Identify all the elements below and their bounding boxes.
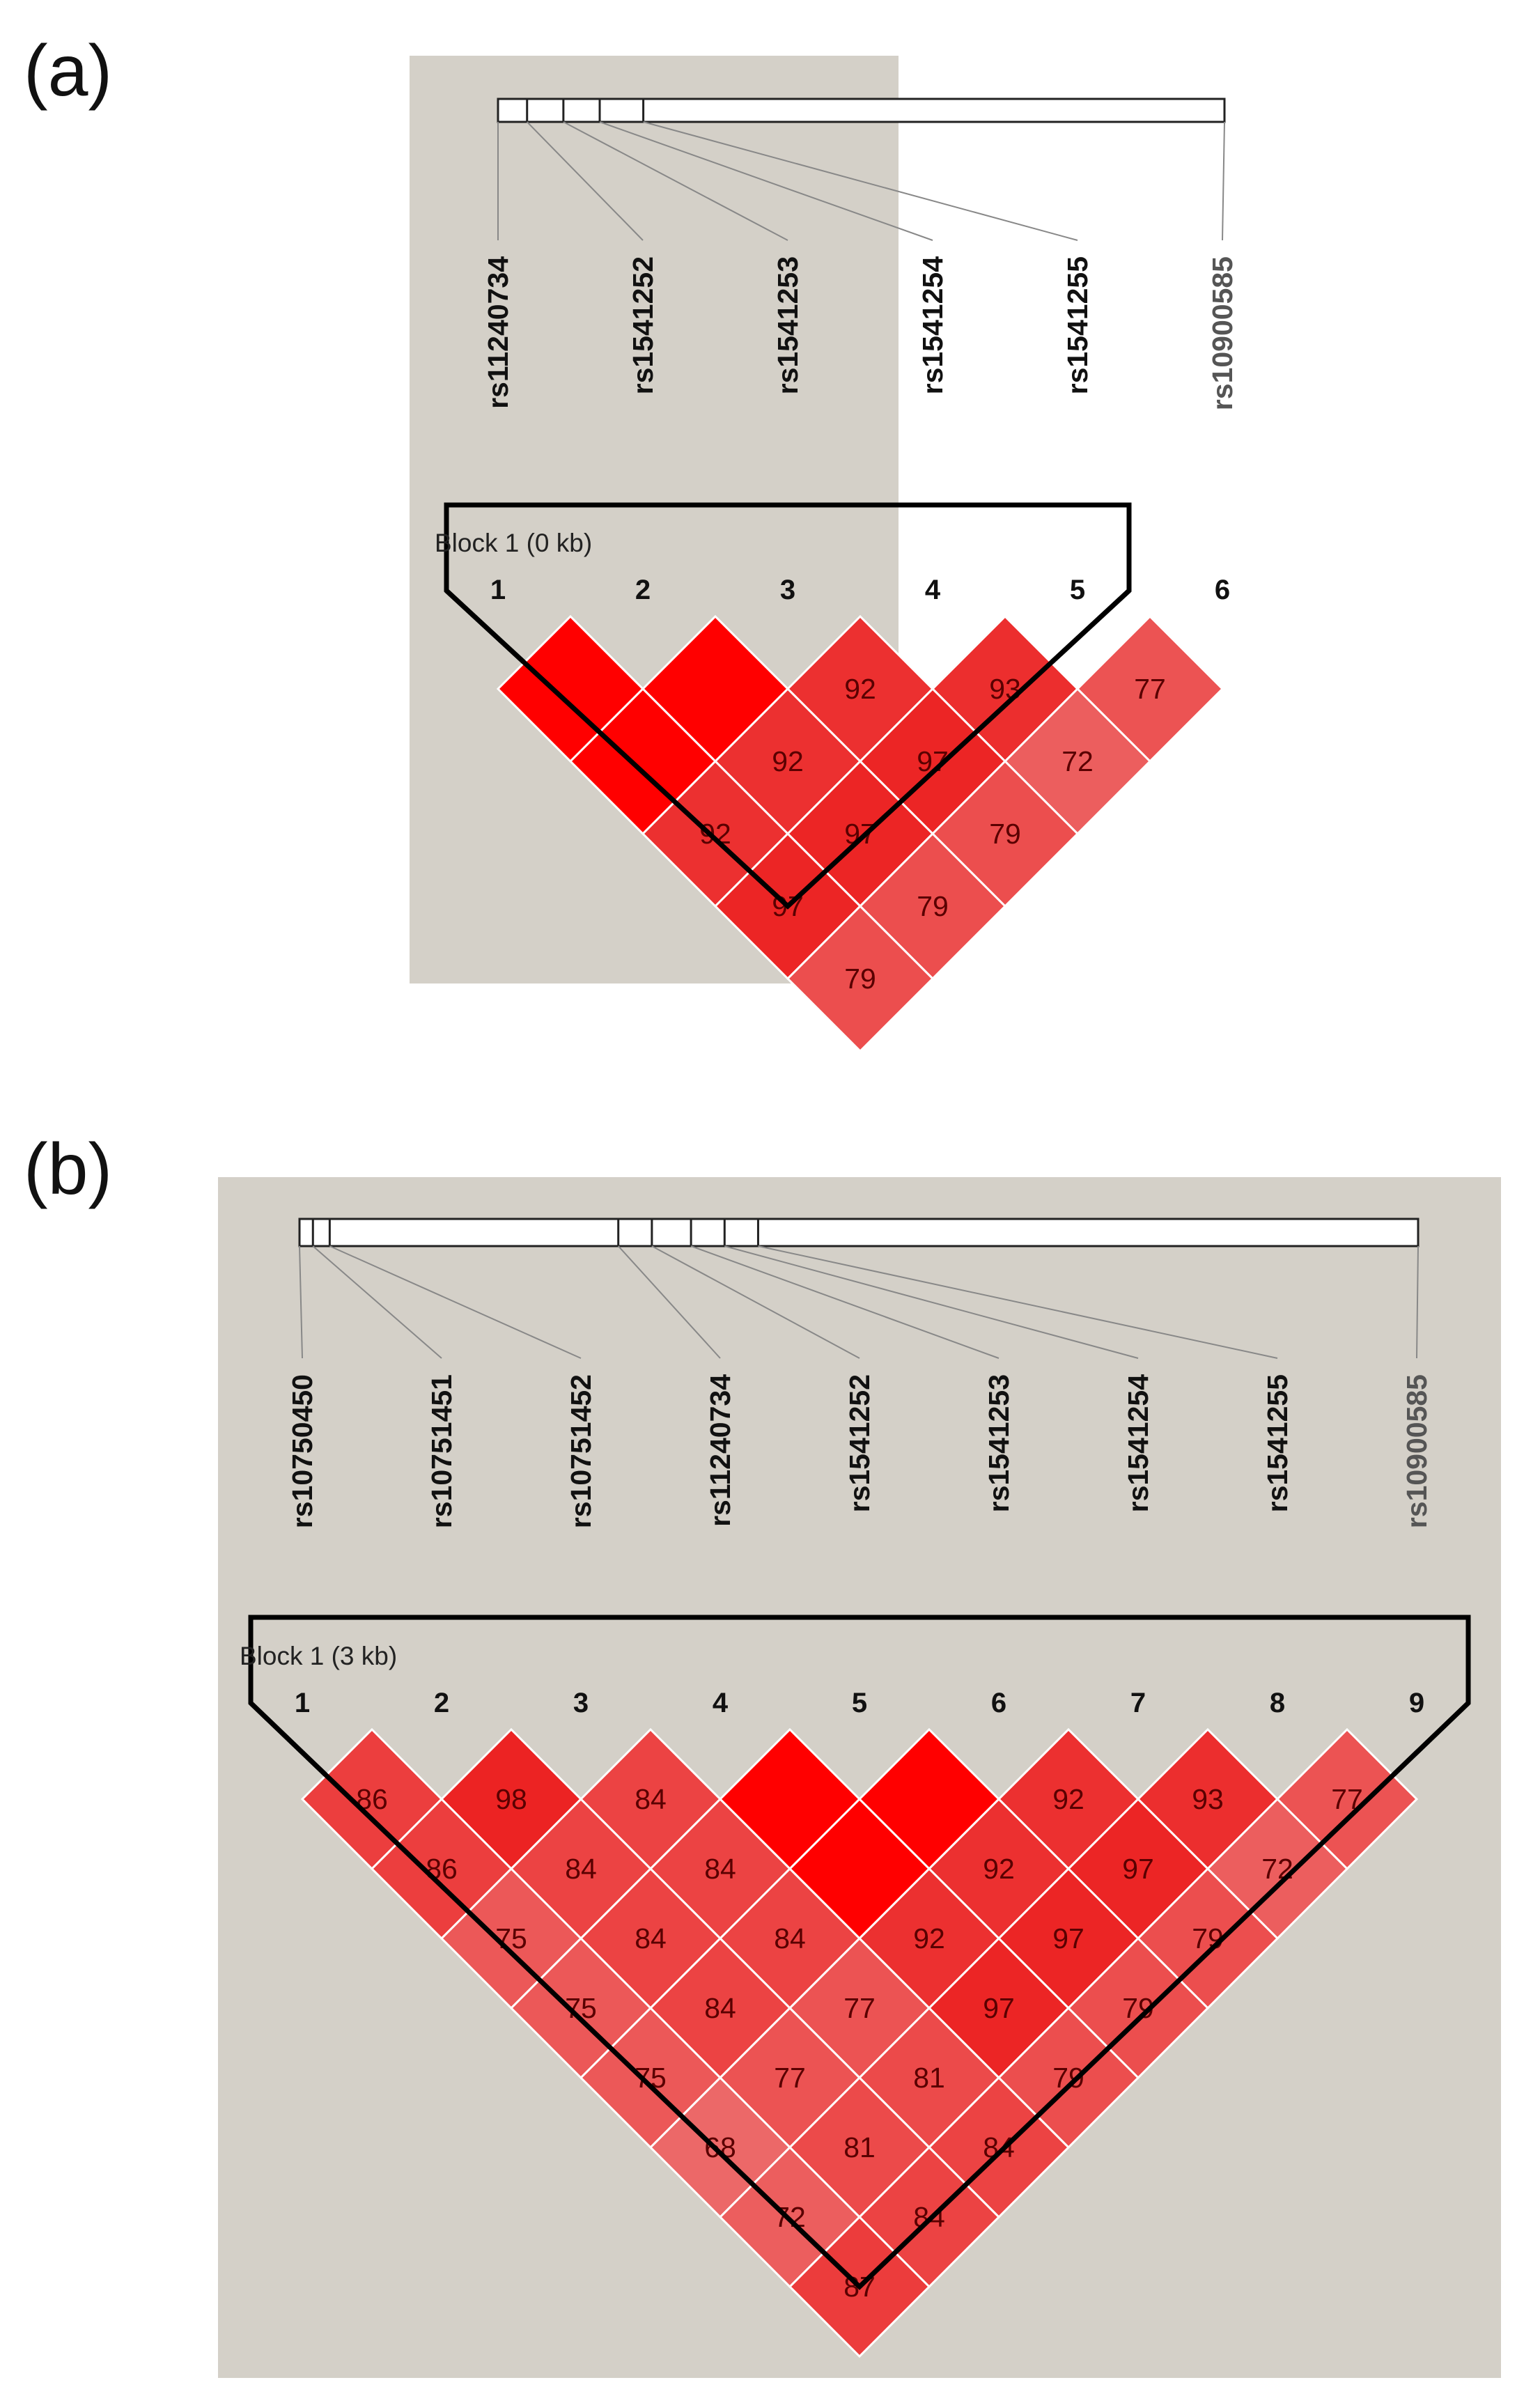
ld-cell-value: 98 — [495, 1783, 527, 1815]
snp-index: 1 — [490, 575, 506, 605]
snp-index: 1 — [295, 1688, 310, 1718]
ld-cell-value: 92 — [699, 818, 731, 850]
ld-cell-value: 72 — [1261, 1853, 1293, 1885]
snp-label: rs10900585 — [1401, 1374, 1433, 1528]
ld-cell-value: 93 — [989, 673, 1021, 705]
snp-index: 8 — [1270, 1688, 1285, 1718]
block-label: Block 1 (0 kb) — [435, 529, 592, 557]
snp-connector-line — [617, 1245, 721, 1359]
snp-label: rs1541252 — [843, 1374, 876, 1512]
block-label: Block 1 (3 kb) — [240, 1642, 397, 1670]
snp-index: 3 — [780, 575, 795, 605]
snp-label: rs10750450 — [286, 1374, 318, 1528]
ld-cell-value: 81 — [843, 2131, 876, 2163]
ld-cell-value: 79 — [917, 890, 949, 922]
ld-cell-value: 75 — [495, 1922, 527, 1954]
snp-label: rs1541253 — [772, 256, 804, 394]
ld-panel-a: rs11240734 rs1541252 rs1541253 rs1541254 rs1… — [410, 56, 1238, 1053]
snp-connector-line — [527, 121, 644, 241]
snp-connector-line — [563, 121, 788, 241]
snp-position-bar — [497, 98, 1226, 123]
ld-panel-b: rs10750450 rs10751451 rs10751452 rs11240734… — [218, 1177, 1501, 2378]
snp-connector-line — [599, 121, 933, 241]
snp-label: rs1541252 — [627, 256, 659, 394]
ld-cell-value: 97 — [844, 818, 876, 850]
snp-index: 4 — [713, 1688, 729, 1718]
snp-label: rs1541254 — [1122, 1374, 1154, 1513]
snp-connector-line — [724, 1245, 1139, 1359]
snp-label: rs10900585 — [1206, 256, 1238, 410]
snp-index: 4 — [925, 575, 941, 605]
snp-label: rs1541254 — [917, 256, 949, 395]
snp-connector-line — [690, 1245, 1000, 1359]
snp-index: 2 — [635, 575, 651, 605]
snp-index: 3 — [573, 1688, 589, 1718]
snp-connector-line — [1222, 121, 1225, 241]
snp-connector-line — [651, 1245, 860, 1359]
ld-cell-value: 97 — [1122, 1853, 1154, 1885]
ld-cell-value: 84 — [635, 1922, 667, 1954]
snp-label: rs11240734 — [482, 256, 514, 409]
snp-position-bar — [298, 1218, 1420, 1247]
snp-index: 5 — [1070, 575, 1085, 605]
snp-index: 9 — [1409, 1688, 1424, 1718]
ld-cell-value: 93 — [1192, 1783, 1224, 1815]
ld-cell-value: 92 — [1052, 1783, 1084, 1815]
ld-cell-value: 81 — [913, 2062, 945, 2094]
snp-label: rs1541255 — [1061, 256, 1094, 394]
ld-cell-value: 84 — [565, 1853, 597, 1885]
panel-a-letter: (a) — [24, 31, 113, 111]
haplotype-block-edge — [444, 589, 1131, 910]
snp-index: 6 — [991, 1688, 1006, 1718]
ld-cell-value: 77 — [1134, 673, 1166, 705]
ld-cell-value: 84 — [774, 1922, 806, 1954]
snp-index: 5 — [852, 1688, 867, 1718]
ld-cell-value: 97 — [1052, 1922, 1084, 1954]
snp-label: rs11240734 — [704, 1374, 736, 1527]
ld-cell-value: 79 — [844, 963, 876, 995]
snp-index: 6 — [1215, 575, 1230, 605]
ld-cell-value: 68 — [704, 2131, 736, 2163]
ld-cell-value: 72 — [1061, 745, 1094, 777]
snp-connector-line — [312, 1245, 442, 1359]
ld-cell-value: 77 — [843, 1992, 876, 2024]
ld-cell-value: 84 — [983, 2131, 1015, 2163]
ld-cell-value: 92 — [844, 673, 876, 705]
snp-label: rs10751451 — [426, 1374, 458, 1528]
snp-connector-line — [758, 1245, 1278, 1359]
snp-label: rs1541253 — [983, 1374, 1015, 1512]
ld-cell-value: 97 — [983, 1992, 1015, 2024]
snp-connector-line — [329, 1245, 582, 1359]
snp-connector-line — [1416, 1245, 1419, 1359]
snp-connector-line — [299, 1245, 303, 1359]
ld-cell-value: 86 — [426, 1853, 458, 1885]
snp-index: 7 — [1130, 1688, 1146, 1718]
haplotype-block-edge — [249, 1701, 1470, 2290]
ld-cell-value: 77 — [774, 2062, 806, 2094]
snp-connector-line — [643, 121, 1078, 241]
panel-b-letter: (b) — [24, 1129, 113, 1210]
snp-label: rs10751452 — [565, 1374, 597, 1528]
snp-label: rs1541255 — [1261, 1374, 1293, 1512]
ld-cell-value: 92 — [772, 745, 804, 777]
ld-cell-value: 84 — [704, 1853, 736, 1885]
snp-index: 2 — [434, 1688, 449, 1718]
ld-cell-value: 79 — [989, 818, 1021, 850]
ld-cell-value: 92 — [913, 1922, 945, 1954]
ld-cell-value: 79 — [1192, 1922, 1224, 1954]
ld-cell — [786, 904, 935, 1053]
ld-cell-value: 84 — [635, 1783, 667, 1815]
ld-cell-value: 92 — [983, 1853, 1015, 1885]
ld-cell-value: 84 — [704, 1992, 736, 2024]
